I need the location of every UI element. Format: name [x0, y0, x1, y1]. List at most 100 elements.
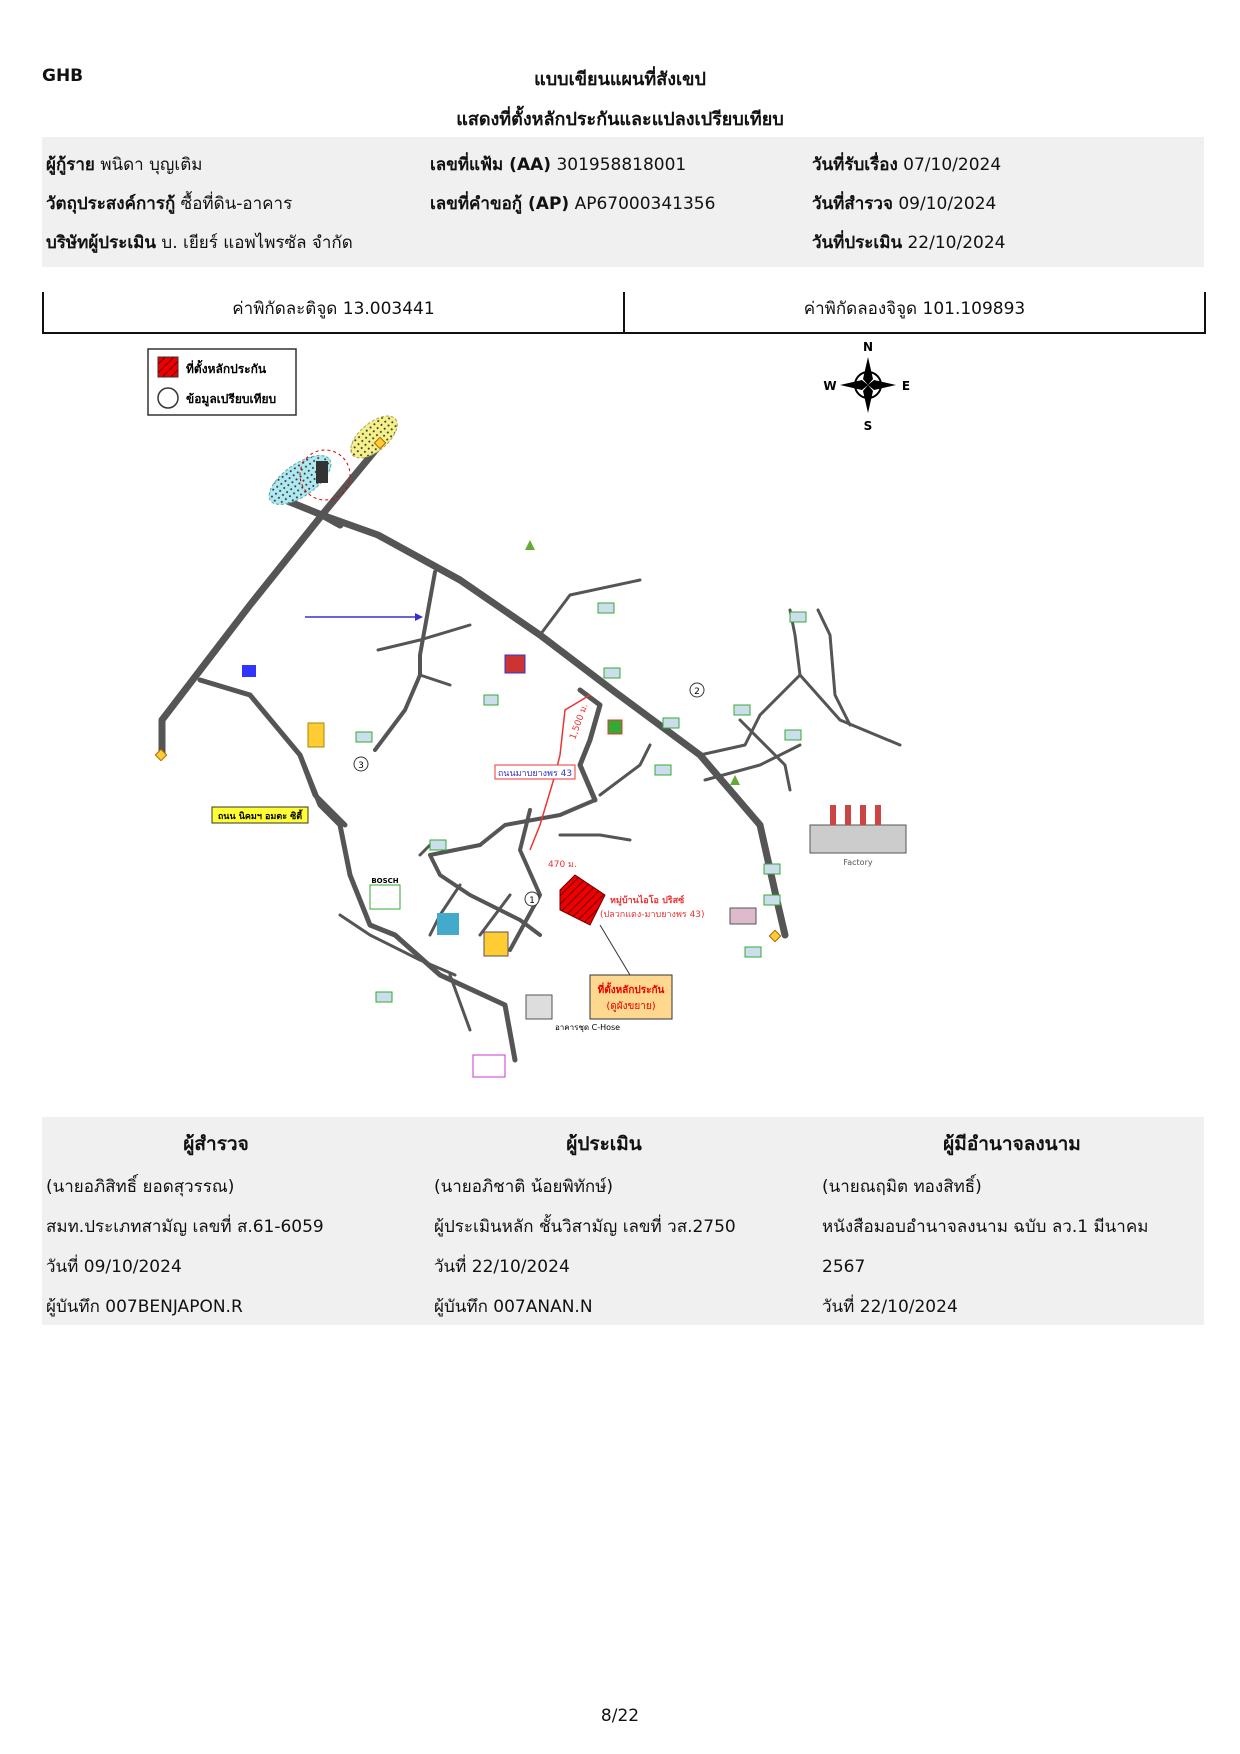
purpose-value: ซื้อที่ดิน-อาคาร: [180, 194, 293, 214]
intersection-circle: [299, 449, 351, 501]
borrower-value: พนิดา บุญเติม: [100, 155, 203, 175]
chose-label: อาคารชุด C-Hose: [555, 1023, 620, 1032]
surveyor-column: ผู้สำรวจ (นายอภิสิทธิ์ ยอดสุวรรณ) สมท.ปร…: [46, 1117, 426, 1327]
building-icon: [242, 665, 256, 677]
legend-collateral-label: ที่ตั้งหลักประกัน: [186, 359, 267, 376]
building-icon: [307, 722, 325, 748]
purpose-label: วัตถุประสงค์การกู้: [46, 194, 176, 214]
longitude: ค่าพิกัดลองจิจูด 101.109893: [803, 299, 1026, 319]
approver-authority-year: 2567: [822, 1257, 866, 1277]
house-icon: [483, 931, 509, 957]
bank-code: GHB: [42, 66, 84, 86]
site-label-1: ที่ตั้งหลักประกัน: [598, 982, 665, 996]
borrower-row: ผู้กู้ราย พนิดา บุญเติม: [46, 151, 202, 178]
info-panel: ผู้กู้ราย พนิดา บุญเติม เลขที่แฟ้ม (AA) …: [42, 137, 1204, 267]
compare-1-marker: [524, 891, 540, 907]
appraiser-date: วันที่ 22/10/2024: [434, 1257, 570, 1277]
surveyor-date: วันที่ 09/10/2024: [46, 1257, 182, 1277]
factory-label: Factory: [843, 858, 872, 867]
site-label-2: (ดูผังขยาย): [606, 1001, 655, 1012]
compass-icon: N S E W: [823, 340, 910, 433]
received-row: วันที่รับเรื่อง 07/10/2024: [812, 151, 1001, 178]
purpose-row: วัตถุประสงค์การกู้ ซื้อที่ดิน-อาคาร: [46, 190, 292, 217]
compass-w: W: [823, 379, 836, 393]
compare-3-label: 3: [358, 761, 364, 771]
request-value: AP67000341356: [574, 194, 716, 214]
appraisal-row: วันที่ประเมิน 22/10/2024: [812, 229, 1005, 256]
hatched-red-square-icon: [157, 356, 179, 378]
building-icon: [472, 1054, 506, 1078]
signature-panel: ผู้สำรวจ (นายอภิสิทธิ์ ยอดสุวรรณ) สมท.ปร…: [42, 1117, 1204, 1325]
received-label: วันที่รับเรื่อง: [812, 155, 898, 175]
village-icons: [355, 602, 807, 1003]
appraiser-recorder: ผู้บันทึก 007ANAN.N: [434, 1297, 593, 1317]
road43-label: ถนนมาบยางพร 43: [498, 769, 572, 779]
company-row: บริษัทผู้ประเมิน บ. เยียร์ แอพไพรซัล จำก…: [46, 229, 353, 256]
house-icon: [437, 913, 459, 935]
temple-icon: [525, 540, 535, 550]
arrow-head-icon: [415, 613, 423, 621]
temple-icon: [729, 907, 757, 925]
approver-date: วันที่ 22/10/2024: [822, 1297, 958, 1317]
survey-label: วันที่สำรวจ: [812, 194, 893, 214]
approver-column: ผู้มีอำนาจลงนาม (นายณฤมิต ทองสิทธิ์) หนั…: [822, 1117, 1202, 1327]
zone-yellow: [350, 415, 398, 459]
appraiser-name: (นายอภิชาติ น้อยพิทักษ์): [434, 1177, 614, 1197]
latitude: ค่าพิกัดละติจูด 13.003441: [44, 292, 625, 332]
appraisal-value: 22/10/2024: [907, 233, 1006, 253]
surveyor-recorder: ผู้บันทึก 007BENJAPON.R: [46, 1297, 243, 1317]
distance-label: 1,500 ม.: [568, 702, 590, 741]
factory-icon: [809, 805, 907, 854]
coordinates-box: ค่าพิกัดละติจูด 13.003441 ค่าพิกัดลองจิจ…: [42, 292, 1206, 334]
approver-authority: หนังสือมอบอำนาจลงนาม ฉบับ ลว.1 มีนาคม: [822, 1217, 1149, 1237]
village-label-2: (ปลวกแดง-มาบยางพร 43): [600, 910, 705, 920]
page-title: แบบเขียนแผนที่สังเขป: [534, 69, 706, 90]
traffic-light-icon: [316, 461, 328, 483]
compass-e: E: [902, 379, 910, 393]
file-row: เลขที่แฟ้ม (AA) 301958818001: [430, 151, 686, 178]
compare-2-marker: [689, 682, 705, 698]
bosch-label: BOSCH: [371, 877, 398, 885]
roads: [158, 443, 902, 1063]
appraisal-label: วันที่ประเมิน: [812, 233, 903, 253]
surveyor-name: (นายอภิสิทธิ์ ยอดสุวรรณ): [46, 1177, 235, 1197]
appraiser-license: ผู้ประเมินหลัก ชั้นวิสามัญ เลขที่ วส.275…: [434, 1217, 736, 1237]
request-label: เลขที่คำขอกู้ (AP): [430, 194, 570, 214]
page-number: 8/22: [600, 1706, 640, 1726]
page-subtitle: แสดงที่ตั้งหลักประกันและแปลงเปรียบเทียบ: [456, 109, 784, 130]
map-legend: ที่ตั้งหลักประกัน ข้อมูลเปรียบเทียบ: [147, 348, 297, 416]
appraiser-title: ผู้ประเมิน: [566, 1133, 642, 1155]
village-label-1: หมู่บ้านไอโอ ปริสซ์: [610, 894, 684, 906]
surveyor-license: สมท.ประเภทสามัญ เลขที่ ส.61-6059: [46, 1217, 324, 1237]
compass-s: S: [864, 419, 873, 433]
road43-box: [494, 764, 576, 780]
collateral-plot: [559, 874, 606, 926]
road-label: ถนน นิคมฯ อมตะ ซิตี้: [218, 809, 303, 822]
survey-row: วันที่สำรวจ 09/10/2024: [812, 190, 996, 217]
surveyor-title: ผู้สำรวจ: [183, 1133, 249, 1155]
appraiser-column: ผู้ประเมิน (นายอภิชาติ น้อยพิทักษ์) ผู้ป…: [434, 1117, 814, 1327]
approver-title: ผู้มีอำนาจลงนาม: [943, 1133, 1081, 1155]
label-470: 470 ม.: [548, 860, 577, 870]
compass-n: N: [863, 340, 873, 354]
file-value: 301958818001: [556, 155, 687, 175]
received-value: 07/10/2024: [903, 155, 1002, 175]
site-callout: [589, 974, 673, 1020]
location-map: ที่ตั้งหลักประกัน ข้อมูลเปรียบเทียบ N S …: [147, 340, 910, 1078]
road-sign: [211, 806, 309, 824]
company-label: บริษัทผู้ประเมิน: [46, 233, 156, 253]
circle-icon: [157, 387, 179, 409]
survey-value: 09/10/2024: [898, 194, 997, 214]
callout-line: [599, 924, 631, 976]
request-row: เลขที่คำขอกู้ (AP) AP67000341356: [430, 190, 715, 217]
borrower-label: ผู้กู้ราย: [46, 155, 95, 175]
company-value: บ. เยียร์ แอพไพรซัล จำกัด: [161, 233, 353, 253]
bosch-icon: [369, 884, 401, 910]
temple-icon: [730, 775, 740, 785]
compare-2-label: 2: [694, 687, 700, 697]
file-label: เลขที่แฟ้ม (AA): [430, 155, 552, 175]
legend-compare-label: ข้อมูลเปรียบเทียบ: [186, 392, 276, 407]
store-icon: [607, 719, 623, 735]
school-icon: [504, 654, 526, 674]
compare-3-marker: [353, 756, 369, 772]
